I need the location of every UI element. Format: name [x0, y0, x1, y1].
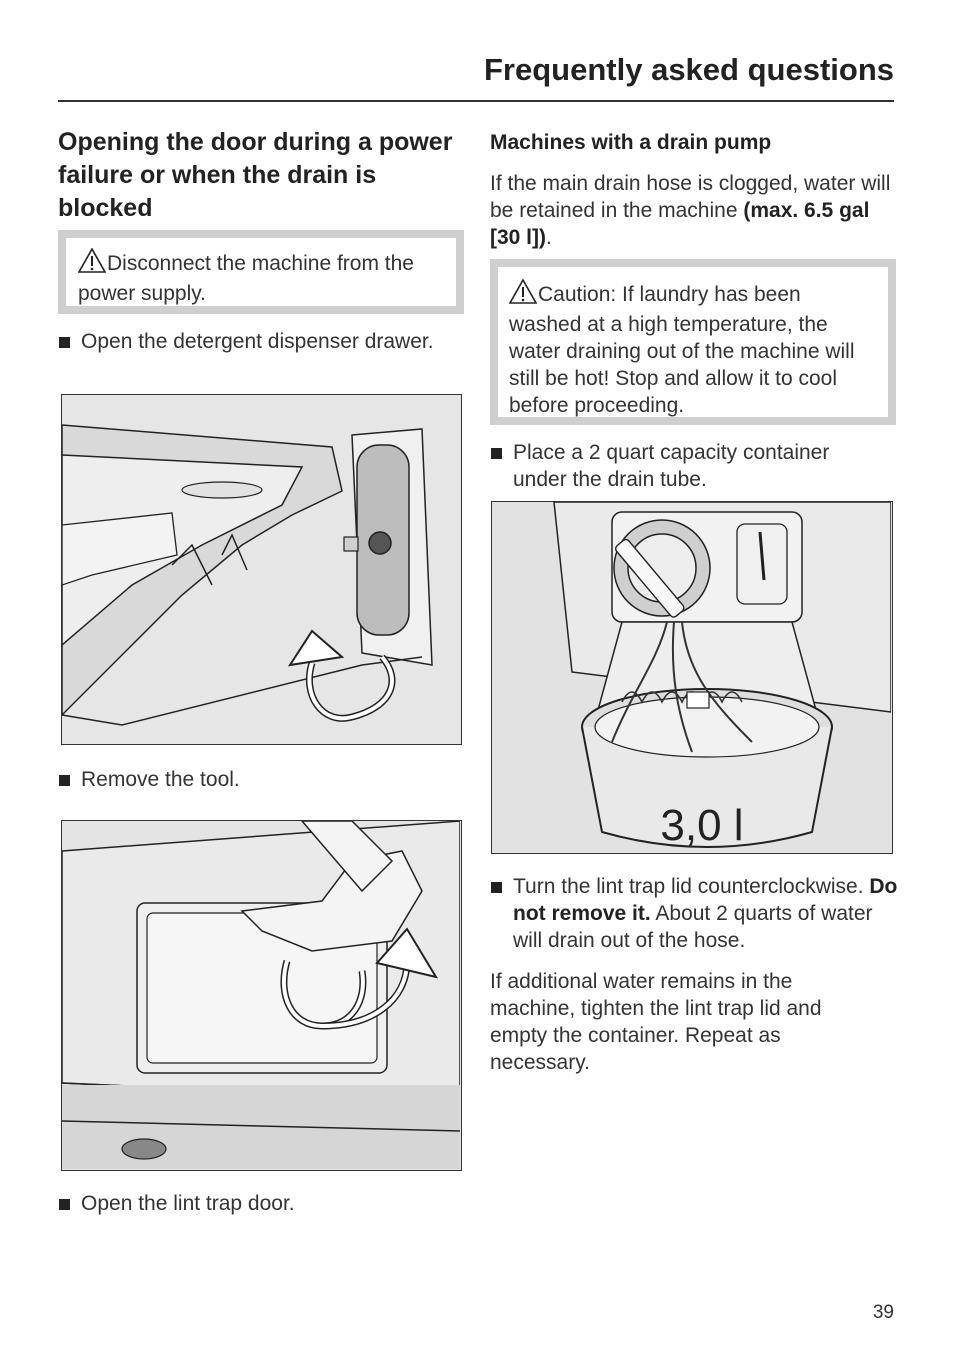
drawer-illustration	[61, 394, 462, 745]
step-text-bold: Do not remove it.	[513, 875, 898, 925]
bullet-square-icon	[491, 448, 502, 459]
intro-end: .	[546, 226, 552, 249]
page-header-title: Frequently asked questions	[484, 52, 894, 87]
caution-box: Caution: If laundry has been washed at a…	[490, 259, 896, 425]
step-text-a: Turn the lint trap lid counterclockwise.	[513, 875, 870, 898]
step-text: Open the detergent dispenser drawer.	[81, 330, 434, 353]
step-text-b: About 2 quarts of water will drain out o…	[513, 902, 873, 952]
intro-paragraph: If the main drain hose is clogged, water…	[490, 170, 895, 251]
step-text: Open the lint trap door.	[81, 1192, 295, 1215]
warning-box: Disconnect the machine from the power su…	[58, 230, 464, 314]
step-text: Turn the lint trap lid counterclockwise.…	[513, 873, 903, 954]
container-volume-label: 3,0 l	[660, 801, 743, 850]
intro-bold-text: (max. 6.5 gal [30 l])	[490, 199, 870, 249]
tool-removal-illustration	[61, 820, 462, 1171]
drain-container-illustration: 3,0 l	[491, 501, 893, 854]
warning-text: Disconnect the machine from the power su…	[78, 252, 414, 305]
warning-icon	[508, 278, 538, 311]
bullet-square-icon	[59, 775, 70, 786]
subheading: Machines with a drain pump	[490, 131, 772, 154]
header-rule	[58, 100, 894, 102]
caution-text: Caution: If laundry has been washed at a…	[509, 283, 855, 417]
intro-text: If the main drain hose is clogged, water…	[490, 172, 891, 222]
section-heading: Opening the door during a power failure …	[58, 128, 453, 222]
step-text: Remove the tool.	[81, 768, 240, 791]
bullet-square-icon	[59, 337, 70, 348]
bullet-square-icon	[59, 1199, 70, 1210]
step-text: Place a 2 quart capacity container under…	[513, 441, 830, 491]
page-number: 39	[872, 1302, 894, 1323]
warning-icon	[77, 247, 107, 280]
outro-paragraph: If additional water remains in the machi…	[490, 970, 822, 1074]
bullet-square-icon	[491, 882, 502, 893]
